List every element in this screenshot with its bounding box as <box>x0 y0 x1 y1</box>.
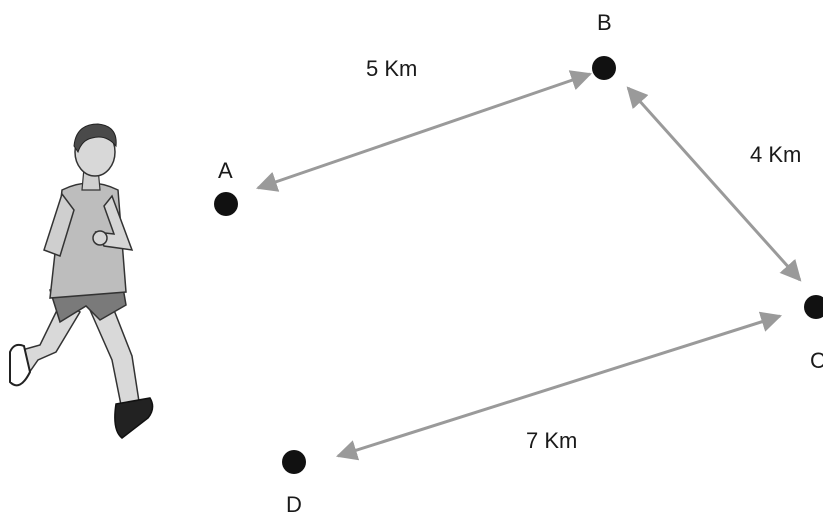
point-c-dot <box>804 295 823 319</box>
route-c-d <box>335 311 783 461</box>
point-d-label: D <box>286 492 302 517</box>
point-a-label: A <box>218 158 233 183</box>
point-a-dot <box>214 192 238 216</box>
point-d-dot <box>282 450 306 474</box>
distance-cd-label: 7 Km <box>526 428 577 453</box>
distance-ab-label: 5 Km <box>366 56 417 81</box>
point-c-label: C <box>810 348 823 373</box>
point-b-label: B <box>597 10 612 35</box>
point-b-dot <box>592 56 616 80</box>
route-a-b <box>256 70 592 192</box>
route-b-c <box>626 86 802 282</box>
distance-bc-label: 4 Km <box>750 142 801 167</box>
runner-icon <box>9 123 154 439</box>
